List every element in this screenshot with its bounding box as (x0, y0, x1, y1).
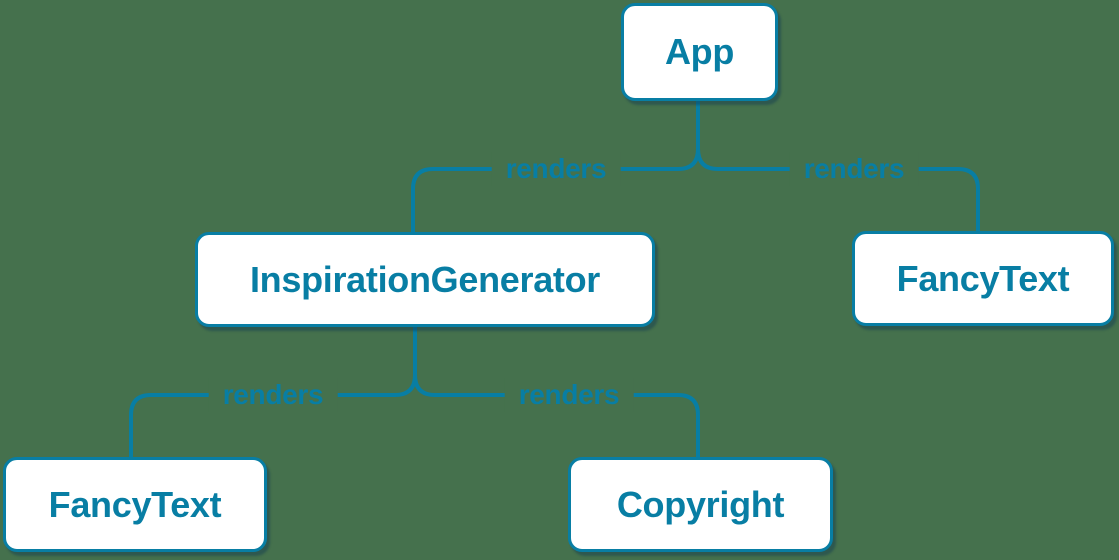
node-label: Copyright (616, 483, 785, 525)
edge-label-renders: renders (491, 152, 621, 186)
node-label: App (664, 31, 735, 72)
node-copyright: Copyright (568, 457, 833, 552)
node-app: App (621, 3, 778, 101)
node-label: FancyText (896, 257, 1070, 299)
edge-label-renders: renders (789, 152, 919, 186)
node-label: InspirationGenerator (249, 258, 601, 300)
edge-label-renders: renders (504, 378, 634, 412)
edge-line-app-to-fancytext (696, 148, 980, 232)
node-label: FancyText (48, 483, 222, 525)
edge-line-inspirationgenerator-to-copyright (413, 374, 700, 458)
node-fancy-text-bottom: FancyText (3, 457, 267, 552)
node-fancy-text-top: FancyText (852, 231, 1114, 326)
node-inspiration-generator: InspirationGenerator (195, 232, 655, 327)
edge-label-renders: renders (208, 378, 338, 412)
